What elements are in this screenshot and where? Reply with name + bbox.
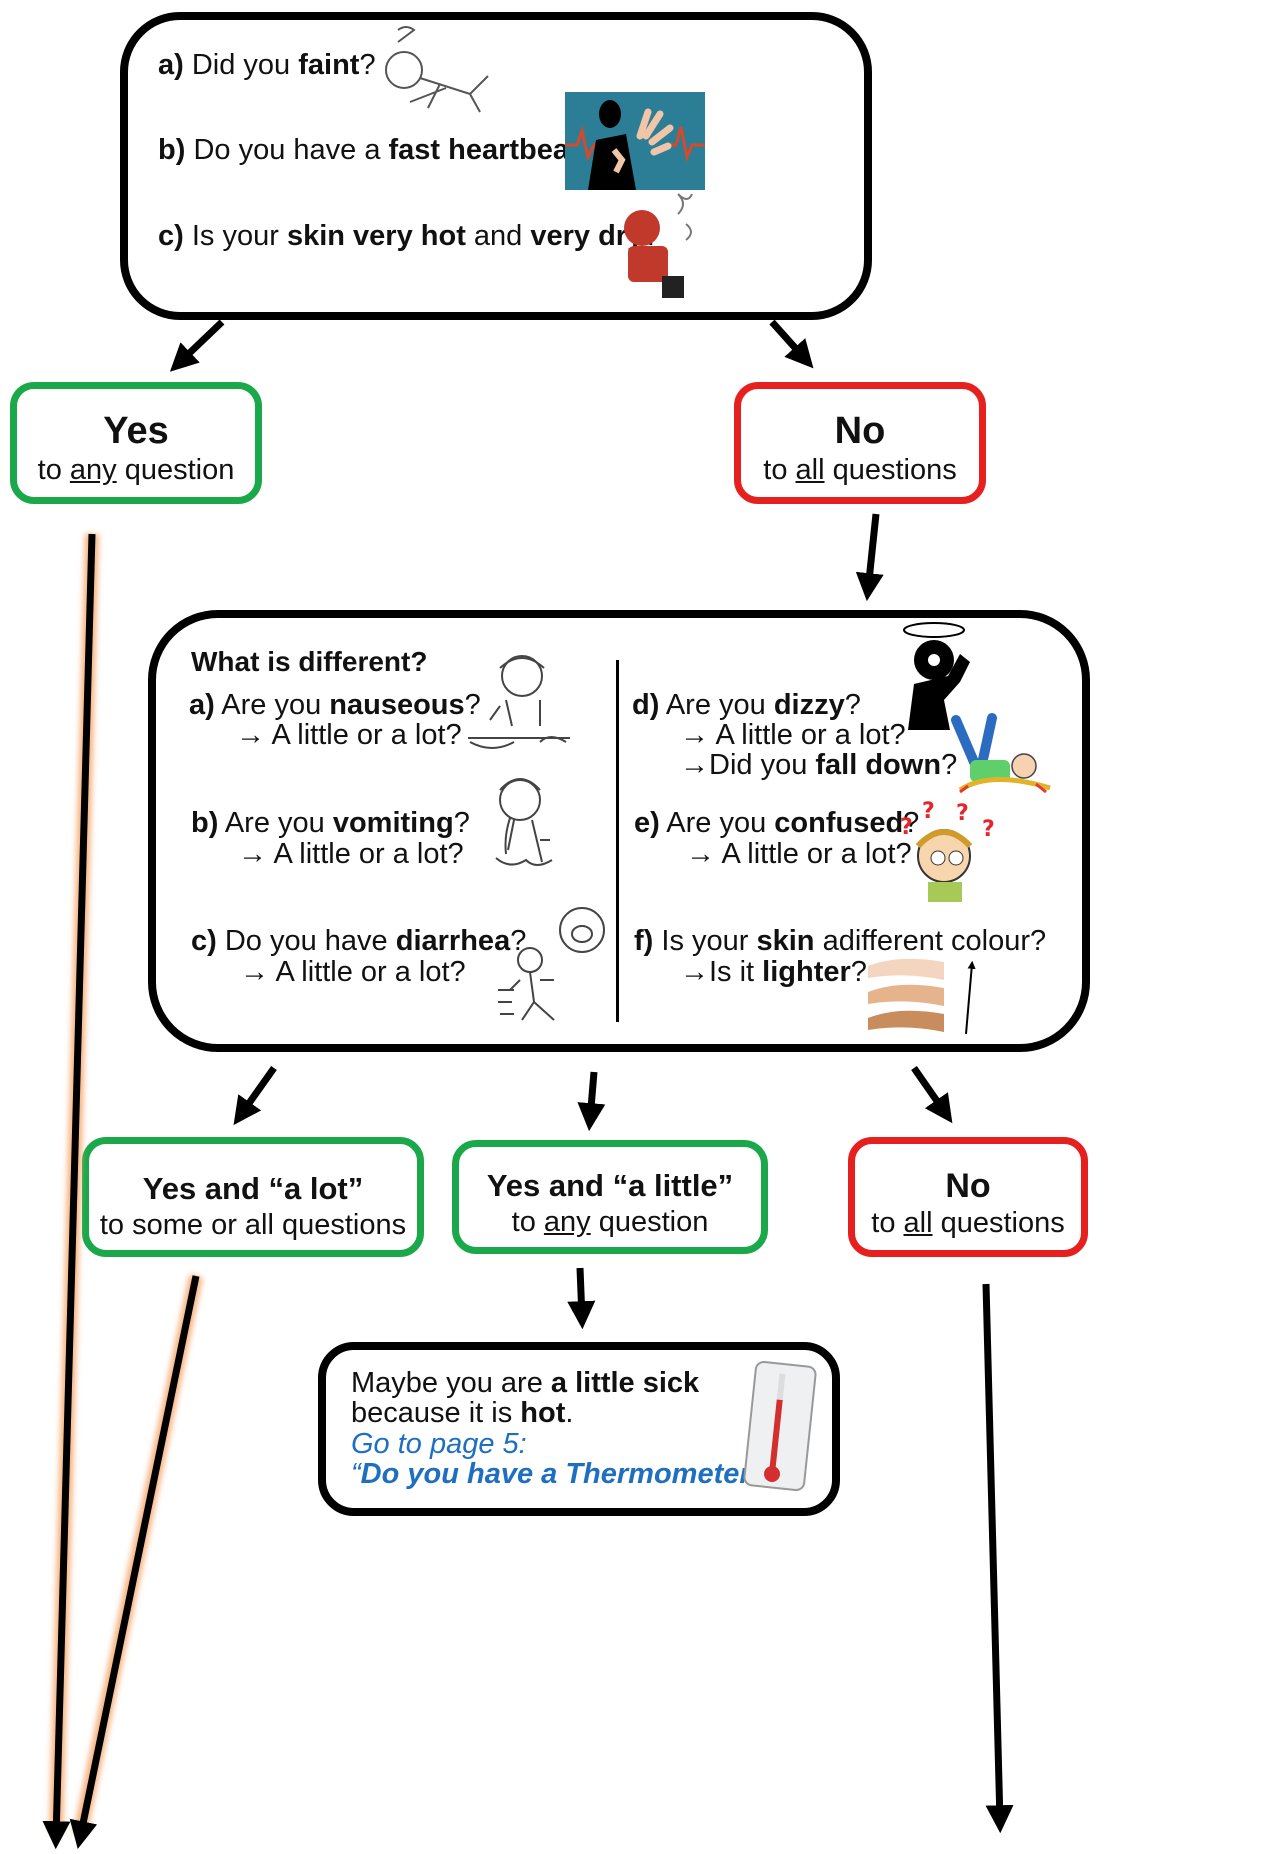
yes-title: Yes [103,410,169,452]
no-all-box: No to all questions [734,382,986,504]
question-dizzy: d) Are you dizzy? [632,689,861,721]
arrow-to-yes [169,319,225,372]
question-skin-lighter: →Is it lighter? [680,956,867,988]
symptoms-heading: What is different? [191,646,428,677]
confused-little-lot: → A little or a lot? [686,838,912,870]
arrow-yes-lot-down [69,1275,200,1849]
question-hot-dry-skin: c) Is your skin very hot and very dry? [158,220,660,252]
nauseous-little-lot: → A little or a lot? [236,719,462,751]
diarrhea-little-lot: → A little or a lot? [240,956,466,988]
no-subtitle-2: to all questions [871,1207,1065,1239]
yes-subtitle: to any question [37,454,235,486]
no-title-2: No [945,1167,991,1205]
yes-a-little-subtitle: to any question [511,1206,709,1238]
yes-a-little-title: Yes and “a little” [486,1168,734,1203]
yes-a-little-box: Yes and “a little” to any question [452,1140,768,1254]
no-all-box-2: No to all questions [848,1137,1088,1257]
go-to-page-link[interactable]: Go to page 5: [351,1428,527,1460]
no-title: No [834,410,886,452]
little-sick-line-2: because it is hot. [351,1397,574,1429]
question-vomiting: b) Are you vomiting? [191,807,470,839]
question-skin-colour: f) Is your skin adifferent colour? [634,925,1047,957]
question-diarrhea: c) Do you have diarrhea? [191,925,527,957]
question-heartbeat: b) Do you have a fast heartbeat? [158,134,595,166]
yes-a-lot-box: Yes and “a lot” to some or all questions [82,1137,424,1257]
vomiting-little-lot: → A little or a lot? [238,838,464,870]
dizzy-little-lot: → A little or a lot? [680,719,906,751]
question-nauseous: a) Are you nauseous? [189,689,481,721]
thermometer-page-link[interactable]: “Do you have a Thermometer?” [351,1458,777,1490]
arrow-to-yes-little [577,1071,606,1132]
yes-a-lot-subtitle: to some or all questions [99,1209,407,1241]
arrow-no-down [982,1283,1014,1834]
arrow-to-little-sick [567,1267,596,1330]
arrow-no-to-symptoms [855,513,884,602]
question-faint: a) Did you faint? [158,49,376,81]
yes-any-box: Yes to any question [10,382,262,504]
question-fall-down: →Did you fall down? [680,749,958,781]
arrow-to-yes-lot [233,1065,277,1126]
question-confused: e) Are you confused? [634,807,920,839]
column-divider [616,660,619,1022]
little-sick-line-1: Maybe you are a little sick [351,1367,700,1399]
danger-questions-box [120,12,872,320]
yes-a-lot-title: Yes and “a lot” [142,1171,364,1206]
arrow-to-no [769,319,814,369]
arrow-to-no-2 [911,1066,953,1124]
no-subtitle: to all questions [763,454,957,486]
